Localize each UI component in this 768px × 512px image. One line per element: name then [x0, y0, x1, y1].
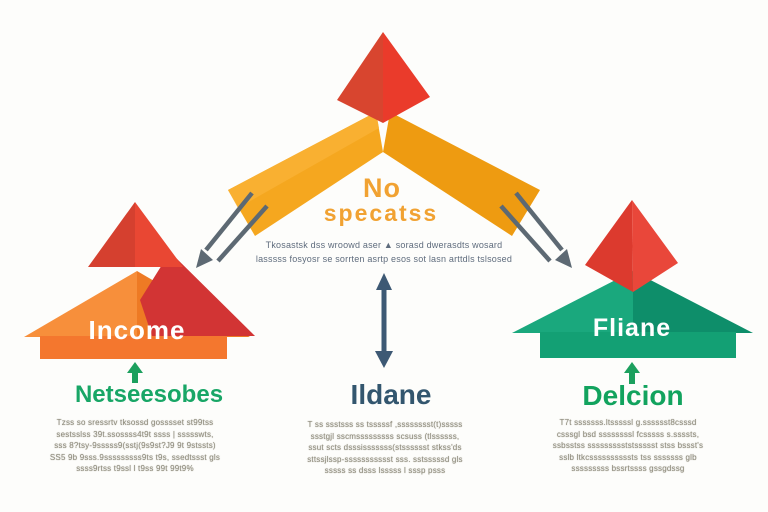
center-heading-line2: specatss [323, 200, 439, 226]
left-diagonal-arrow-icon [196, 191, 269, 268]
fliane-label: Fliane [592, 314, 672, 342]
right-paragraph: T7t sssssss.ltsssssl g.sssssst8csssd css… [528, 417, 728, 475]
left-section-title: Netseesobes [74, 381, 224, 408]
paragraph-line: csssgl bsd ssssssssl fcsssss s.ssssts, [556, 429, 700, 439]
paragraph-line: ssut scts dsssisssssss(stsssssst stkss'd… [308, 443, 462, 452]
paragraph-line: sslb ltkcssssssssssts tss sssssss glb [559, 452, 697, 462]
paragraph-line: ssbsstss ssssssssststssssst stss bssst's [552, 441, 704, 450]
center-note-line2: lasssss fosyosr se sorrten asrtp esos so… [255, 254, 513, 264]
paragraph-line: Tzss so sressrtv tksossd gosssset st99ts… [56, 418, 214, 427]
center-heading-line1: No [363, 173, 401, 203]
left-red-triangle [88, 202, 135, 267]
right-section-title: Delcion [582, 380, 684, 411]
income-label: Income [88, 315, 186, 345]
right-red-diamond [585, 200, 633, 292]
paragraph-line: sss 8?tsy-9sssss9(sstj(9s9st?J9 9t 9stss… [54, 441, 216, 450]
paragraph-line: sssss ss dsss lsssss l sssp psss [324, 466, 446, 475]
middle-section-title: Ildane [350, 379, 432, 410]
paragraph-line: T ss ssstsss ss tsssssf ,sssssssst(t)sss… [307, 420, 463, 429]
right-up-arrow-icon [624, 362, 640, 384]
income-house-shape [24, 202, 255, 359]
middle-paragraph: T ss ssstsss ss tsssssf ,sssssssst(t)sss… [285, 419, 485, 477]
top-pyramid-icon [337, 32, 430, 123]
chevron-left-band-highlight [228, 112, 379, 208]
paragraph-line: SS5 9b 9sss.9sssssssss9ts t9s, ssedtssst… [49, 452, 221, 462]
paragraph-line: ssstgjl sscmsssssssss scsuss (tlssssss, [310, 431, 460, 441]
left-paragraph: Tzss so sressrtv tksossd gosssset st99ts… [35, 417, 235, 475]
center-chevron-band [228, 112, 540, 236]
paragraph-line: sssssssss bssrtssss gssgdssg [571, 464, 685, 473]
paragraph-line: sestsslss 39t.ssossss4t9t ssss | ssssswt… [56, 429, 214, 439]
right-diagonal-arrow-icon [499, 191, 572, 268]
center-note-line1: Tkosastsk dss wroowd aser ▲ sorasd dwera… [265, 240, 503, 250]
paragraph-line: T7t sssssss.ltsssssl g.sssssst8csssd [559, 418, 697, 427]
paragraph-line: sttssjlssp-ssssssssssst sss. sstsssssd g… [307, 454, 463, 464]
fliane-house-shape [512, 200, 753, 358]
paragraph-line: ssss9rtss t9ssl l t9ss 99t 99t9% [76, 464, 194, 473]
left-up-arrow-icon [127, 362, 143, 383]
chevron-right-band [383, 112, 540, 236]
vertical-double-arrow-icon [375, 273, 393, 368]
red-skirt [140, 252, 255, 336]
